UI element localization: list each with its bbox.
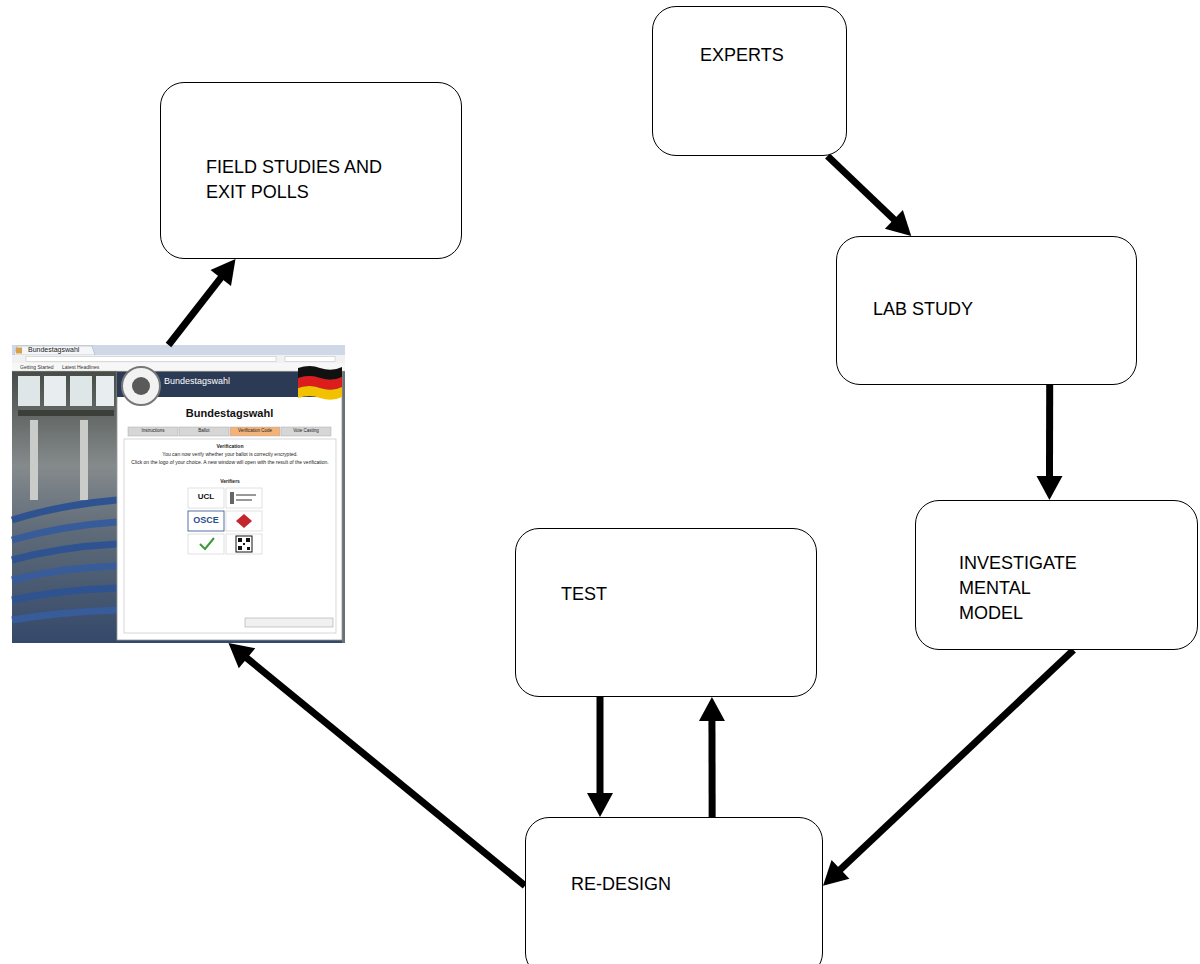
arrow-shaft — [839, 650, 1073, 871]
box-label: LAB STUDY — [873, 297, 1103, 322]
arrow-head — [228, 643, 255, 668]
arrow-head — [885, 210, 911, 236]
process-box: INVESTIGATE MENTAL MODEL — [915, 500, 1198, 650]
screen-text: Verification Code — [230, 428, 280, 433]
screen-text: UCL — [188, 492, 224, 502]
box-label: INVESTIGATE MENTAL MODEL — [959, 551, 1084, 627]
arrow-head — [823, 860, 849, 886]
arrow-shaft — [169, 276, 222, 345]
screen-text: Verification — [126, 443, 334, 449]
screen-text: Click on the logo of your choice. A new … — [126, 459, 334, 465]
flow-arrow — [828, 156, 912, 236]
flow-arrow — [228, 643, 525, 886]
screen-text: OSCE — [188, 515, 224, 526]
box-label: RE-DESIGN — [571, 872, 771, 897]
process-box: EXPERTS — [652, 6, 847, 156]
screen-text: Getting Started — [20, 364, 60, 370]
screen-text: Ballot — [179, 428, 229, 433]
screen-text: Instructions — [128, 428, 178, 433]
arrow-head — [1036, 476, 1062, 500]
flow-arrow — [587, 697, 613, 817]
screen-text: You can now verify whether your ballot i… — [126, 451, 334, 457]
flow-arrow — [699, 697, 725, 817]
screen-text: Bundestagswahl — [28, 346, 98, 354]
arrow-head — [587, 793, 613, 817]
arrow-shaft — [708, 719, 715, 817]
flow-arrow — [823, 650, 1073, 886]
arrow-head — [210, 259, 235, 286]
arrow-shaft — [597, 697, 604, 795]
screenshot-node: BundestagswahlGetting StartedLatest Head… — [12, 345, 345, 643]
process-box: RE-DESIGN — [525, 817, 823, 964]
process-box: FIELD STUDIES AND EXIT POLLS — [160, 82, 462, 259]
flow-arrow — [169, 259, 236, 345]
process-box: LAB STUDY — [836, 236, 1137, 385]
screen-text: Bundestagswahl — [117, 407, 342, 420]
screen-text: Latest Headlines — [62, 364, 108, 370]
screen-text: Bundestagswahl — [164, 376, 254, 387]
screen-text: Vote Casting — [281, 428, 331, 433]
arrow-shaft — [828, 156, 896, 221]
box-label: EXPERTS — [700, 43, 830, 68]
box-label: FIELD STUDIES AND EXIT POLLS — [206, 155, 406, 205]
flow-arrow — [1036, 385, 1062, 500]
arrow-head — [699, 697, 725, 721]
box-label: TEST — [561, 582, 761, 607]
arrow-shaft — [245, 657, 525, 886]
process-box: TEST — [515, 528, 817, 697]
arrow-shaft — [1046, 385, 1053, 478]
screen-text: Verifiers — [126, 478, 334, 484]
